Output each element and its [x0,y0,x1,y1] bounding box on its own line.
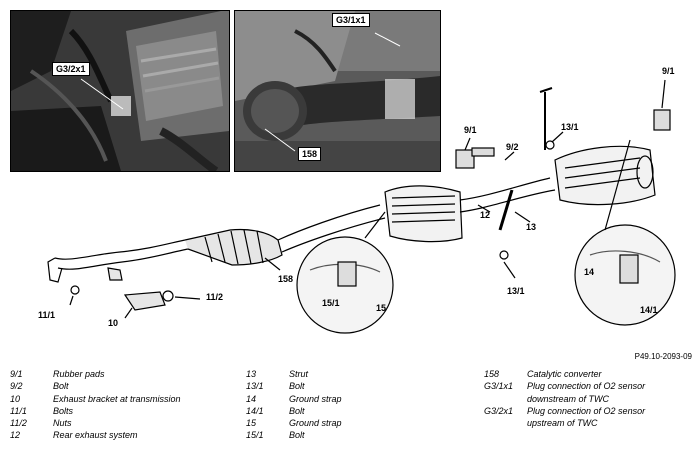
label-13-1-bottom: 13/1 [507,286,525,296]
label-11-2: 11/2 [206,292,224,302]
label-9-1-mid: 9/1 [464,125,477,135]
label-15-1: 15/1 [322,298,340,308]
callout-g3-2x1: G3/2x1 [52,62,90,76]
label-14: 14 [584,267,595,277]
label-10: 10 [108,318,119,328]
label-14-1: 14/1 [640,305,658,315]
label-9-1-top: 9/1 [662,66,675,76]
label-13-1-top: 13/1 [561,122,579,132]
reference-number: P49.10-2093-09 [634,352,692,361]
engine-bay-photo [10,10,230,172]
legend-row: upstream of TWC [527,418,598,429]
underbody-photo [234,10,441,172]
label-15: 15 [376,303,387,313]
label-11-1: 11/1 [38,310,56,320]
label-9-2: 9/2 [506,142,519,152]
callout-g3-1x1: G3/1x1 [332,13,370,27]
label-12: 12 [480,210,491,220]
callout-158-photo: 158 [298,147,322,161]
label-13: 13 [526,222,537,232]
exhaust-system-drawing [47,79,676,334]
label-158: 158 [278,274,294,284]
legend-row: downstream of TWC [527,393,610,404]
